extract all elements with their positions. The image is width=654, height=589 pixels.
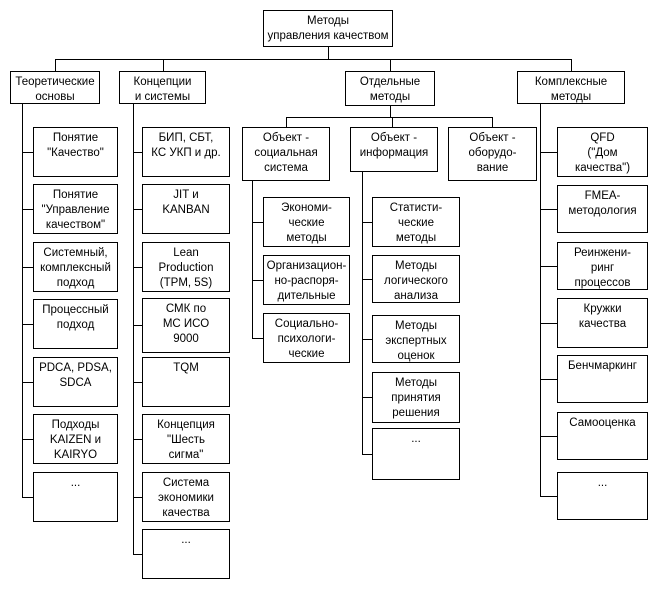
node-logical-analysis-methods: Методы логического анализа — [372, 255, 460, 303]
connector-tick — [252, 338, 263, 339]
node-statistical-methods: Статисти- ческие методы — [372, 197, 460, 247]
node-decision-making-methods: Методы принятия решения — [372, 372, 460, 423]
connector-branch3-stub — [390, 59, 391, 71]
connector-tick — [133, 209, 142, 210]
connector-branch2-trunk — [133, 104, 134, 555]
branch-concepts-systems: Концепции и системы — [119, 71, 206, 104]
connector-tick — [22, 209, 33, 210]
branch-individual-methods: Отдельные методы — [345, 71, 435, 106]
branch-theoretical-basics: Теоретические основы — [10, 71, 100, 104]
connector-tick — [22, 324, 33, 325]
connector-tick — [540, 152, 557, 153]
node-qfd-house-of-quality: QFD ("Дом качества") — [557, 127, 648, 177]
connector-tick — [133, 152, 142, 153]
node-expert-evaluation-methods: Методы экспертных оценок — [372, 315, 460, 363]
connector-tick — [133, 267, 142, 268]
connector-tick — [22, 382, 33, 383]
connector-group2-trunk — [362, 172, 363, 455]
node-self-assessment: Самооценка — [557, 412, 648, 460]
connector-tick — [133, 382, 142, 383]
node-ellipsis-theoretical: ... — [33, 472, 118, 522]
node-pdca-pdsa-sdca: PDCA, PDSA, SDCA — [33, 357, 118, 407]
connector-tick — [540, 209, 557, 210]
connector-group3-stub — [492, 117, 493, 127]
connector-tick — [22, 152, 33, 153]
group-object-information: Объект - информация — [350, 127, 438, 172]
connector-branch3-drop — [390, 106, 391, 117]
connector-branch1-stub — [55, 59, 56, 71]
node-quality-economics: Система экономики качества — [142, 472, 230, 522]
node-economic-methods: Экономи- ческие методы — [263, 197, 350, 247]
node-concept-quality-management: Понятие "Управление качеством" — [33, 184, 118, 234]
node-tqm: TQM — [142, 357, 230, 407]
connector-tick — [362, 339, 372, 340]
group-object-equipment: Объект - оборудо- вание — [448, 127, 537, 181]
connector-tick — [133, 325, 142, 326]
connector-tick — [540, 496, 557, 497]
node-concept-quality: Понятие "Качество" — [33, 127, 118, 177]
node-ellipsis-information: ... — [372, 428, 460, 480]
connector-tick — [540, 266, 557, 267]
node-bip-sbt-ks-ukp: БИП, СБТ, КС УКП и др. — [142, 127, 230, 177]
connector-branch2-stub — [163, 59, 164, 71]
connector-group2-stub — [392, 117, 393, 127]
node-social-psychological: Социально- психологи- ческие — [263, 313, 350, 363]
node-jit-kanban: JIT и KANBAN — [142, 184, 230, 234]
connector-tick — [540, 436, 557, 437]
node-ellipsis-complex: ... — [557, 472, 648, 520]
node-lean-production: Lean Production (TPM, 5S) — [142, 242, 230, 292]
node-process-approach: Процессный подход — [33, 299, 118, 349]
connector-tick — [252, 222, 263, 223]
branch-complex-methods: Комплексные методы — [517, 71, 625, 104]
node-fmea-methodology: FMEA- методология — [557, 185, 648, 233]
node-ellipsis-concepts: ... — [142, 529, 230, 579]
connector-tick — [22, 267, 33, 268]
connector-group1-trunk — [252, 181, 253, 339]
connector-branch1-trunk — [22, 104, 23, 498]
connector-tick — [362, 222, 372, 223]
connector-main-rail — [55, 59, 572, 60]
root-node: Методы управления качеством — [263, 10, 393, 47]
connector-tick — [540, 379, 557, 380]
connector-tick — [133, 439, 142, 440]
node-benchmarking: Бенчмаркинг — [557, 355, 648, 403]
node-kaizen-kairyo: Подходы KAIZEN и KAIRYO — [33, 414, 118, 464]
connector-groups-rail — [286, 117, 493, 118]
connector-branch4-stub — [571, 59, 572, 71]
connector-tick — [133, 497, 142, 498]
connector-tick — [252, 280, 263, 281]
node-quality-circles: Кружки качества — [557, 298, 648, 348]
connector-tick — [540, 323, 557, 324]
connector-group1-stub — [286, 117, 287, 127]
connector-root-drop — [328, 47, 329, 59]
connector-tick — [133, 554, 142, 555]
node-system-complex-approach: Системный, комплексный подход — [33, 242, 118, 292]
node-process-reengineering: Реинжени- ринг процессов — [557, 242, 648, 290]
connector-tick — [362, 454, 372, 455]
connector-tick — [22, 497, 33, 498]
group-object-social-system: Объект - социальная система — [242, 127, 330, 181]
node-six-sigma: Концепция "Шесть сигма" — [142, 414, 230, 464]
connector-tick — [22, 439, 33, 440]
connector-tick — [362, 397, 372, 398]
node-smk-iso-9000: СМК по МС ИСО 9000 — [142, 298, 230, 353]
connector-branch4-trunk — [540, 104, 541, 497]
node-organizational-administrative: Организацион- но-распоря- дительные — [263, 255, 350, 305]
connector-tick — [362, 279, 372, 280]
